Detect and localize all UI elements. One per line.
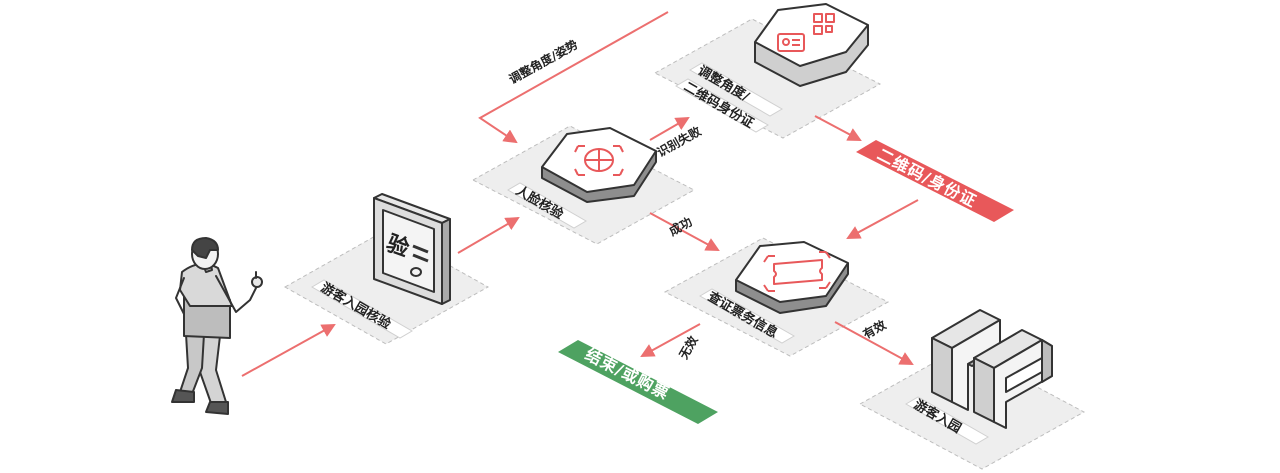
platform-visitor-check	[283, 229, 490, 345]
pill-end-or-buy: 结束/或购票	[558, 340, 718, 424]
arrow-ticket-to-enter	[834, 321, 914, 366]
arrow-face-to-ticket	[649, 212, 720, 252]
flow-arrows	[241, 11, 919, 377]
arrow-ticket-to-end	[640, 323, 701, 358]
edge-label-retry: 调整角度/姿势	[506, 36, 580, 86]
edge-label-valid: 有效	[860, 316, 889, 341]
arrow-adjust-to-pill	[814, 115, 862, 141]
verification-terminal-icon: 验	[373, 193, 451, 305]
edge-label-fail: 识别失败	[654, 123, 703, 159]
pill-end-or-buy-text: 结束/或购票	[581, 344, 672, 403]
face-scan-icon	[541, 127, 657, 203]
arrow-retry-loop	[478, 11, 669, 144]
edge-label-invalid: 无效	[675, 332, 701, 362]
platform-enter	[858, 346, 1086, 470]
arrow-person-to-check	[241, 323, 336, 377]
turnstile-gate-icon	[931, 309, 1053, 429]
pill-qr-id: 二维码/身份证	[856, 140, 1014, 222]
ticket-scan-icon	[735, 241, 849, 314]
arrow-check-to-face	[457, 216, 520, 254]
qr-id-scan-icon	[754, 3, 869, 87]
arrow-face-to-adjust	[649, 116, 690, 141]
pill-qr-id-text: 二维码/身份证	[874, 145, 980, 211]
arrow-pill-to-ticket	[846, 199, 919, 240]
visitor-person-icon	[171, 237, 263, 415]
